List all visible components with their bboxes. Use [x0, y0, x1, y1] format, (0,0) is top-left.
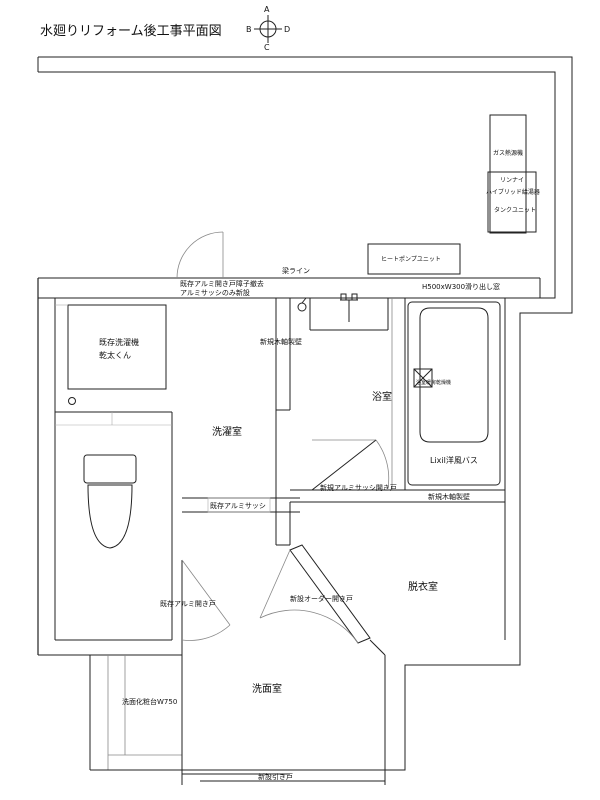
shower-icon [297, 297, 307, 312]
compass-south: C [264, 43, 270, 52]
gas-heater-label: ガス熱源機 [493, 149, 523, 157]
existing-alu-door-label: 既存アルミ開き戸 [160, 599, 216, 608]
compass-east: D [284, 25, 290, 34]
new-wall-label-1: 新規木軸製壁 [260, 337, 302, 346]
bathtub-label: Lixil洋風バス [430, 455, 478, 465]
left-walls [37, 278, 182, 656]
order-swing-door [259, 544, 371, 644]
window-note-label: H500xW300滑り出し窓 [422, 282, 500, 291]
washer-label: 既存洗濯機 [99, 337, 139, 347]
new-alu-swing-door [311, 439, 390, 491]
beam-line-label: 梁ライン [282, 266, 310, 275]
existing-washer [67, 304, 167, 390]
dressing-room-label: 脱衣室 [408, 580, 438, 593]
new-alu-door-label: 新規アルミサッシ開き戸 [320, 483, 397, 492]
compass-icon [254, 15, 282, 43]
bath-dryer-icon [413, 368, 433, 388]
bathroom-label: 浴室 [372, 390, 392, 403]
door-alu-top-label: 既存アルミ開き戸障子撤去 [180, 279, 264, 288]
new-wall-label-2: 新規木軸製壁 [428, 492, 470, 501]
compass-west: B [246, 25, 252, 34]
outer-boundary [37, 56, 573, 771]
toilet-fixture [83, 454, 137, 549]
existing-alu-door [181, 559, 231, 655]
laundry-room-label: 洗濯室 [212, 425, 242, 438]
drain-icon [68, 397, 76, 405]
sliding-door [182, 773, 385, 782]
compass-north: A [264, 5, 270, 14]
laundry-walls [182, 298, 300, 513]
vanity-label: 洗面化粧台W750 [122, 697, 177, 706]
dressing-room-walls [275, 498, 506, 640]
existing-sash-label: 既存アルミサッシ [210, 501, 266, 510]
washroom-walls [89, 639, 386, 785]
tank-unit-label: タンクユニット [494, 206, 536, 214]
washroom-label: 洗面室 [252, 682, 282, 695]
alu-sash-new-label: アルミサッシのみ新設 [180, 288, 250, 297]
order-door-label: 新設オーダー開き戸 [290, 594, 353, 603]
bathtub [407, 301, 501, 486]
bathroom-walls [290, 298, 506, 503]
heat-pump-unit [367, 243, 461, 275]
sliding-door-label: 新設引き戸 [258, 772, 293, 781]
rinnai-label: リンナイ [500, 177, 524, 184]
bath-dryer-label: 浴室暖房乾燥機 [416, 379, 451, 386]
dryer-kanta-label: 乾太くん [99, 350, 131, 360]
gas-heater-unit [487, 114, 537, 234]
heat-pump-label: ヒートポンプユニット [381, 255, 441, 263]
faucet-icon [340, 293, 358, 322]
page-title: 水廻りリフォーム後工事平面図 [40, 24, 222, 39]
existing-exterior-door [176, 231, 224, 279]
rinnai-hybrid-label: ハイブリッド給湯器 [486, 188, 540, 196]
